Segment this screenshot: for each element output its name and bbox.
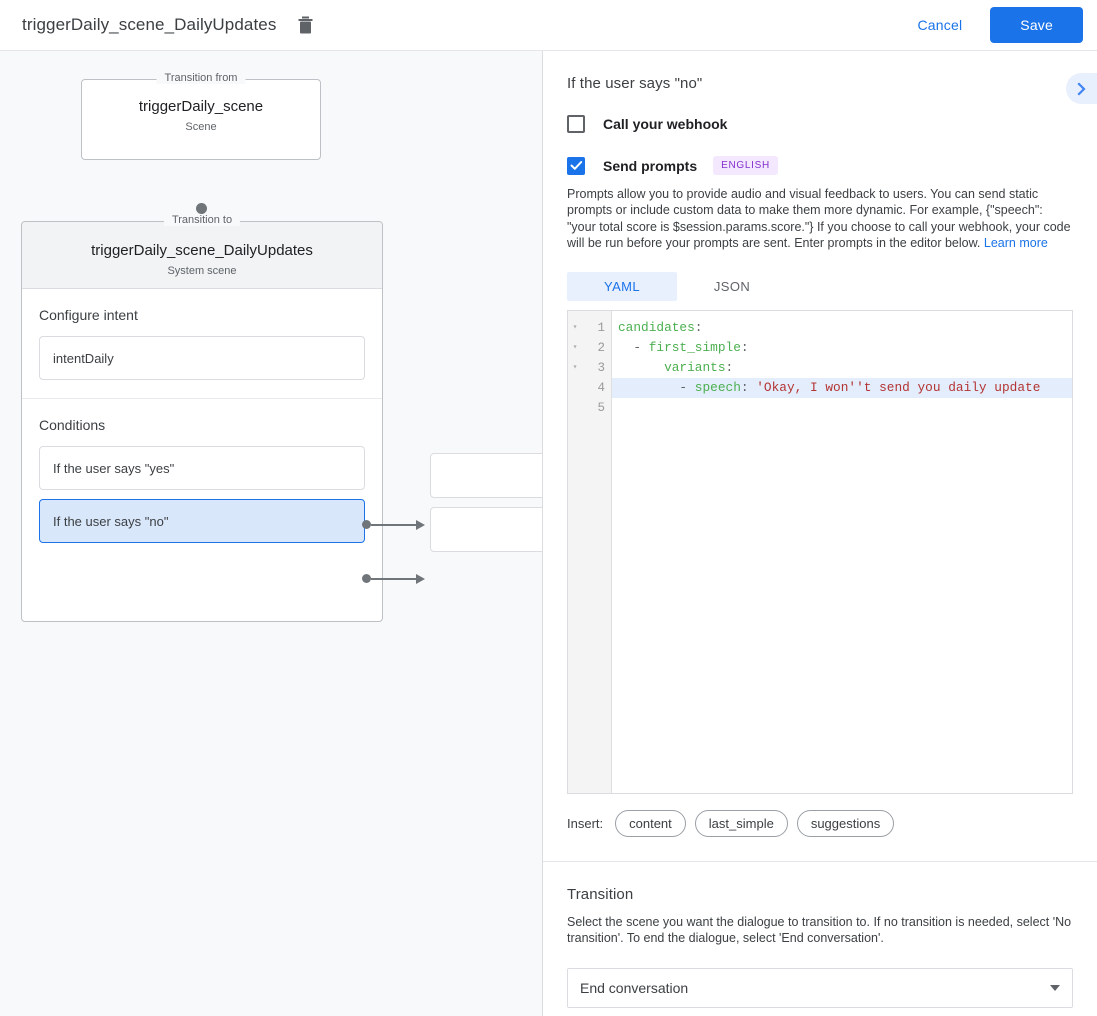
target-node-no[interactable] (430, 507, 542, 552)
editor-code-line: candidates: (612, 318, 1072, 338)
transition-section: Transition Select the scene you want the… (543, 862, 1097, 1008)
transition-from-title: triggerDaily_scene (138, 98, 264, 115)
learn-more-link[interactable]: Learn more (983, 235, 1048, 250)
editor-code-area[interactable]: candidates: - first_simple: variants: - … (612, 311, 1072, 793)
editor-line-number: 5 (597, 401, 605, 416)
page-title: triggerDaily_scene_DailyUpdates (22, 15, 277, 34)
send-prompts-label: Send prompts (603, 157, 698, 174)
editor-code-line (612, 398, 1072, 418)
editor-code-line: - first_simple: (612, 338, 1072, 358)
transition-title: Transition (567, 886, 634, 904)
panel-split-divider (542, 51, 543, 1016)
target-node-yes[interactable] (430, 453, 542, 498)
node-transition-from[interactable]: Transition from triggerDaily_scene Scene (81, 72, 321, 160)
code-token: : (694, 320, 703, 336)
transition-to-title: triggerDaily_scene_DailyUpdates (91, 242, 313, 259)
prompts-description-text: Prompts allow you to provide audio and v… (567, 187, 1071, 250)
code-token: 'Okay, I won''t send you daily update (756, 380, 1041, 396)
fold-arrow-icon[interactable]: ▾ (572, 323, 578, 333)
code-token: - (618, 340, 649, 356)
language-badge: ENGLISH (713, 156, 778, 175)
editor-line-number: 3 (597, 361, 605, 376)
panel-title: If the user says "no" (567, 75, 703, 92)
editor-gutter-line: ▾3 (568, 358, 611, 378)
editor-gutter-line: ▾2 (568, 338, 611, 358)
branch-dot-no (362, 574, 371, 583)
editor-line-number: 1 (597, 321, 605, 336)
branch-arrow-yes-icon (416, 520, 425, 530)
code-token: speech (694, 380, 741, 396)
branch-line-yes (371, 524, 418, 526)
code-token: first_simple (648, 340, 741, 356)
tab-yaml[interactable]: YAML (567, 272, 677, 302)
editor-gutter-line: 4 (568, 378, 611, 398)
code-token: : (740, 340, 749, 356)
transition-from-legend: Transition from (156, 72, 246, 84)
details-panel: If the user says "no" Call your webhook … (543, 51, 1097, 1016)
node-transition-to: Transition to triggerDaily_scene_DailyUp… (21, 214, 383, 622)
insert-chip-content[interactable]: content (615, 810, 686, 838)
transition-to-subtitle: System scene (167, 265, 237, 277)
editor-format-tabs: YAML JSON (567, 272, 1073, 302)
chevron-right-icon (1077, 81, 1086, 96)
prompts-section: If the user says "no" Call your webhook … (543, 51, 1097, 861)
insert-label: Insert: (567, 816, 604, 832)
code-token: : (725, 360, 734, 376)
transition-to-header[interactable]: triggerDaily_scene_DailyUpdates System s… (22, 222, 382, 289)
call-webhook-checkbox[interactable] (567, 115, 585, 133)
transition-to-legend: Transition to (163, 214, 241, 226)
conditions-section: Conditions If the user says "yes" If the… (22, 398, 382, 543)
checkmark-icon (570, 161, 582, 170)
call-webhook-label: Call your webhook (603, 116, 728, 132)
webhook-row: Call your webhook (567, 115, 1073, 133)
editor-gutter-line: 5 (568, 398, 611, 418)
transition-from-subtitle: Scene (185, 121, 217, 133)
insert-chips-row: Insert: content last_simple suggestions (567, 810, 1073, 861)
transition-select-value: End conversation (580, 979, 689, 996)
editor-gutter-line: ▾1 (568, 318, 611, 338)
scene-graph-canvas: Transition from triggerDaily_scene Scene… (0, 51, 542, 1016)
condition-item-no[interactable]: If the user says "no" (39, 499, 365, 543)
condition-item-yes[interactable]: If the user says "yes" (39, 446, 365, 490)
collapse-panel-button[interactable] (1066, 73, 1097, 104)
configure-intent-section: Configure intent intentDaily (22, 289, 382, 380)
prompts-description: Prompts allow you to provide audio and v… (567, 186, 1073, 251)
conditions-label: Conditions (39, 417, 106, 433)
fold-arrow-icon[interactable]: ▾ (572, 363, 578, 373)
editor-code-line: - speech: 'Okay, I won''t send you daily… (612, 378, 1072, 399)
code-token: - (618, 380, 695, 396)
branch-line-no (371, 578, 418, 580)
intent-field[interactable]: intentDaily (39, 336, 365, 380)
save-button[interactable]: Save (990, 7, 1083, 43)
insert-chip-suggestions[interactable]: suggestions (796, 810, 895, 838)
transition-description: Select the scene you want the dialogue t… (567, 915, 1072, 946)
editor-line-number: 2 (597, 341, 605, 356)
trash-icon (298, 16, 313, 34)
branch-dot-yes (362, 520, 371, 529)
editor-line-number: 4 (597, 381, 605, 396)
cancel-button[interactable]: Cancel (904, 8, 977, 42)
top-bar: triggerDaily_scene_DailyUpdates Cancel S… (0, 0, 1097, 51)
caret-down-icon (1050, 984, 1060, 991)
delete-button[interactable] (290, 10, 320, 40)
tab-json[interactable]: JSON (713, 279, 751, 295)
editor-code-line: variants: (612, 358, 1072, 378)
code-token (618, 360, 664, 375)
fold-arrow-icon[interactable]: ▾ (572, 343, 578, 353)
code-token: : (740, 380, 757, 396)
branch-arrow-no-icon (416, 574, 425, 584)
section-divider (543, 861, 1097, 863)
send-prompts-row: Send prompts ENGLISH (567, 156, 1073, 175)
code-token: variants (664, 360, 726, 376)
insert-chip-last-simple[interactable]: last_simple (694, 810, 788, 838)
configure-intent-label: Configure intent (39, 307, 138, 323)
transition-select[interactable]: End conversation (567, 967, 1073, 1008)
code-token: candidates (618, 320, 695, 336)
send-prompts-checkbox[interactable] (567, 156, 585, 175)
